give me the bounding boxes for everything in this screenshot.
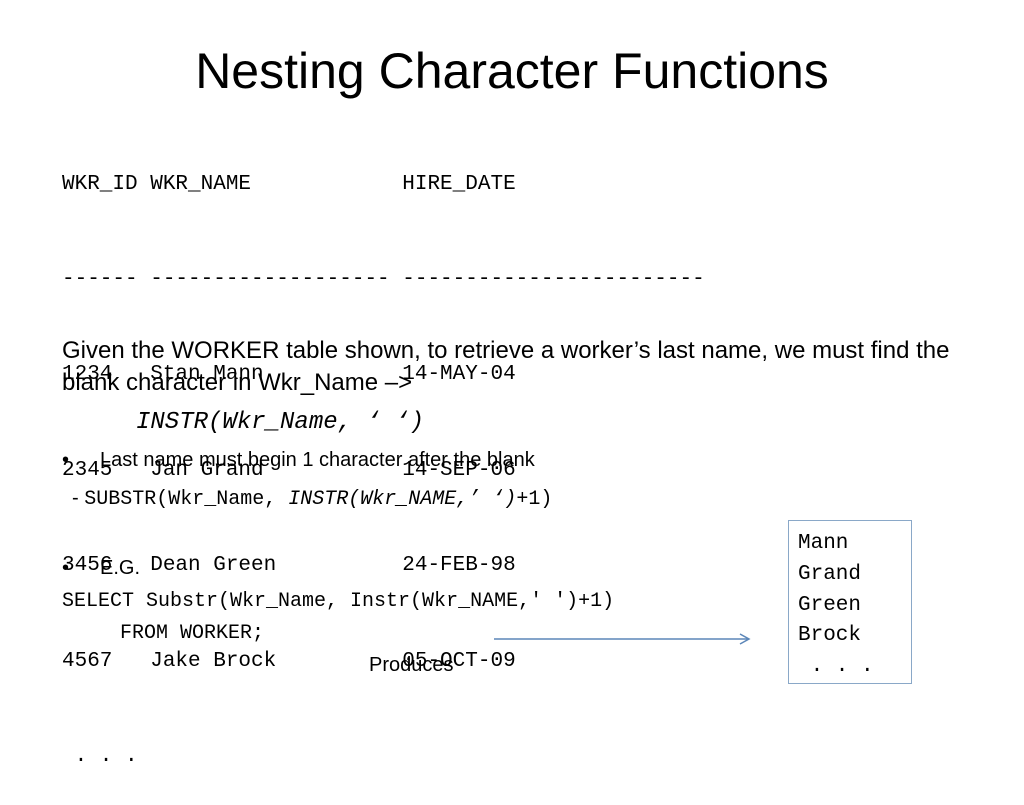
substr-expression: - SUBSTR(Wkr_Name, INSTR(Wkr_NAME,’ ‘)+1… xyxy=(72,487,552,511)
substr-prefix: SUBSTR(Wkr_Name, xyxy=(84,488,289,511)
sql-from-line: FROM WORKER; xyxy=(120,622,265,645)
explanation-paragraph: Given the WORKER table shown, to retriev… xyxy=(62,337,950,396)
table-row: 1234 Stan Mann 14-MAY-04 xyxy=(62,363,516,387)
bullet-icon: • xyxy=(62,449,70,471)
table-ellipsis: . . . xyxy=(62,744,138,768)
substr-instr-part: INSTR(Wkr_NAME,’ ‘) xyxy=(288,488,517,511)
table-row: 4567 Jake Brock 05-OCT-09 xyxy=(62,649,516,673)
result-value: Green xyxy=(798,593,862,617)
table-row: 2345 Jan Grand 14-SEP-06 xyxy=(62,458,516,482)
table-separator: ------ ------------------- -------------… xyxy=(62,267,705,291)
substr-dash: - xyxy=(72,487,85,509)
bullet-text: Last name must begin 1 character after t… xyxy=(100,449,535,471)
result-ellipsis: . . . xyxy=(798,655,874,679)
result-value: Grand xyxy=(798,562,862,586)
arrow-icon xyxy=(494,633,751,645)
result-value: Brock xyxy=(798,624,862,648)
bullet-icon: • xyxy=(62,557,70,579)
bullet-text: E.G. xyxy=(100,557,141,579)
result-value: Mann xyxy=(798,532,849,555)
substr-suffix: +1) xyxy=(516,488,553,511)
worker-table: WKR_ID WKR_NAME HIRE_DATE ------ -------… xyxy=(62,105,705,805)
instr-expression: INSTR(Wkr_Name, ‘ ‘) xyxy=(136,409,425,436)
slide-title: Nesting Character Functions xyxy=(195,43,829,99)
produces-label: Produces xyxy=(369,654,454,676)
table-header: WKR_ID WKR_NAME HIRE_DATE xyxy=(62,172,516,196)
table-row: 3456 Dean Green 24-FEB-98 xyxy=(62,554,516,578)
sql-select-line: SELECT Substr(Wkr_Name, Instr(Wkr_NAME,'… xyxy=(62,590,615,613)
